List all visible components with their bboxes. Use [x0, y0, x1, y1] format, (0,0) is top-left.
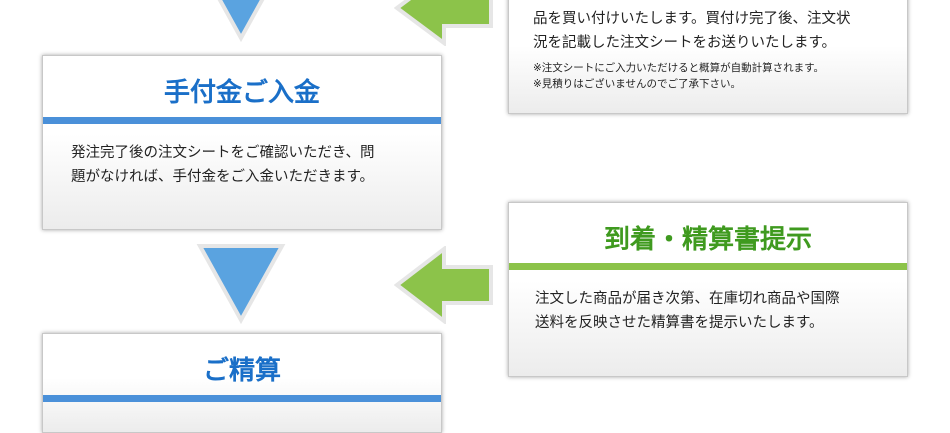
order-status-note-1: ※注文シートにご入力いただけると概算が自動計算されます。	[533, 62, 825, 74]
step-settlement-box: ご精算	[42, 333, 442, 433]
deposit-text-2: 題がなければ、手付金をご入金いただきます。	[71, 169, 375, 185]
step-arrival-box: 到着・精算書提示 注文した商品が届き次第、在庫切れ商品や国際 送料を反映させた精…	[508, 202, 908, 377]
order-status-note-2: ※見積りはございませんのでご了承下さい。	[533, 78, 741, 90]
arrival-text-1: 注文した商品が届き次第、在庫切れ商品や国際	[535, 291, 840, 307]
step-deposit-box: 手付金ご入金 発注完了後の注文シートをご確認いただき、問 題がなければ、手付金を…	[42, 55, 442, 230]
left-arrow-icon	[394, 0, 493, 46]
deposit-divider	[43, 117, 441, 124]
left-arrow-icon	[394, 246, 493, 324]
down-arrow-icon	[217, 0, 265, 42]
arrival-title: 到着・精算書提示	[603, 225, 812, 255]
order-status-text-2: 況を記載した注文シートをお送りいたします。	[533, 35, 837, 51]
order-status-text-1: 品を買い付けいたします。買付け完了後、注文状	[533, 11, 851, 27]
settlement-title: ご精算	[202, 356, 281, 386]
deposit-title: 手付金ご入金	[163, 78, 320, 108]
deposit-text-1: 発注完了後の注文シートをご確認いただき、問	[71, 145, 375, 161]
arrival-text-2: 送料を反映させた精算書を提示いたします。	[535, 315, 824, 331]
step-order-status-box: 品を買い付けいたします。買付け完了後、注文状 況を記載した注文シートをお送りいた…	[508, 0, 908, 114]
down-arrow-icon	[196, 244, 286, 324]
settlement-divider	[43, 395, 441, 402]
arrival-divider	[509, 263, 907, 270]
